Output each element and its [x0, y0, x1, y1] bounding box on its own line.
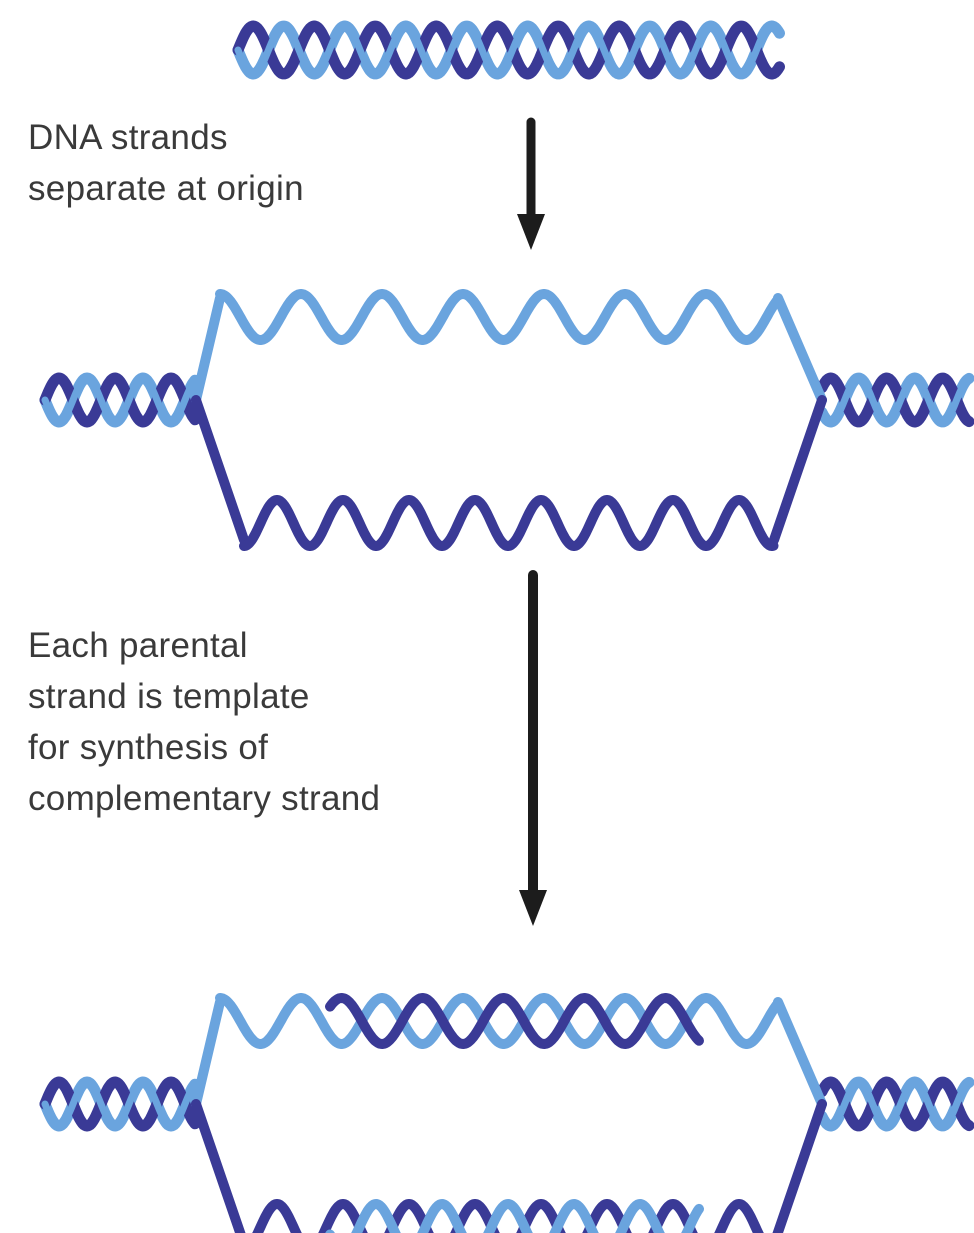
separation-arrow [517, 117, 545, 250]
new-top-complementary-strand [325, 993, 704, 1049]
parental-bottom-strand [239, 495, 779, 551]
right-fork-top-arm [773, 293, 827, 405]
left-unreplicated-helix-dark-strand [39, 372, 201, 428]
new-bottom-complementary-strand [325, 1199, 704, 1233]
replication-bubble-with-new-strands [39, 993, 974, 1233]
left-unreplicated-helix-light-strand-overlay [41, 1078, 199, 1130]
left-unreplicated-helix-dark-strand [39, 1076, 201, 1132]
step1-label: DNA strands separate at origin [28, 112, 304, 214]
right-fork-bottom-arm [772, 1099, 827, 1233]
left-unreplicated-helix-light-strand-overlay [41, 374, 199, 426]
parental-helix-light-strand-overlay [234, 22, 783, 78]
left-fork-top-arm [191, 997, 225, 1109]
replication-bubble-separated-strands [39, 289, 974, 551]
step1-label-line: separate at origin [28, 169, 304, 208]
right-unreplicated-helix-light-strand-overlay [818, 374, 973, 426]
left-fork-bottom-arm [191, 1099, 246, 1233]
right-fork-bottom-arm [769, 395, 827, 545]
parental-double-helix [232, 20, 785, 80]
left-fork-top-arm [191, 293, 225, 405]
synthesis-arrow [519, 570, 547, 926]
parental-top-strand [215, 289, 783, 345]
parental-bottom-strand [252, 1199, 764, 1233]
step1-label-line: DNA strands [28, 118, 228, 157]
left-fork-bottom-arm [191, 395, 249, 545]
step2-label-line: for synthesis of [28, 728, 269, 767]
step2-label-line: complementary strand [28, 779, 381, 818]
step2-label: Each parental strand is template for syn… [28, 620, 380, 824]
step2-label-line: strand is template [28, 677, 310, 716]
right-unreplicated-helix-light-strand-overlay [818, 1078, 973, 1130]
right-fork-top-arm [773, 997, 827, 1109]
step2-label-line: Each parental [28, 626, 248, 665]
